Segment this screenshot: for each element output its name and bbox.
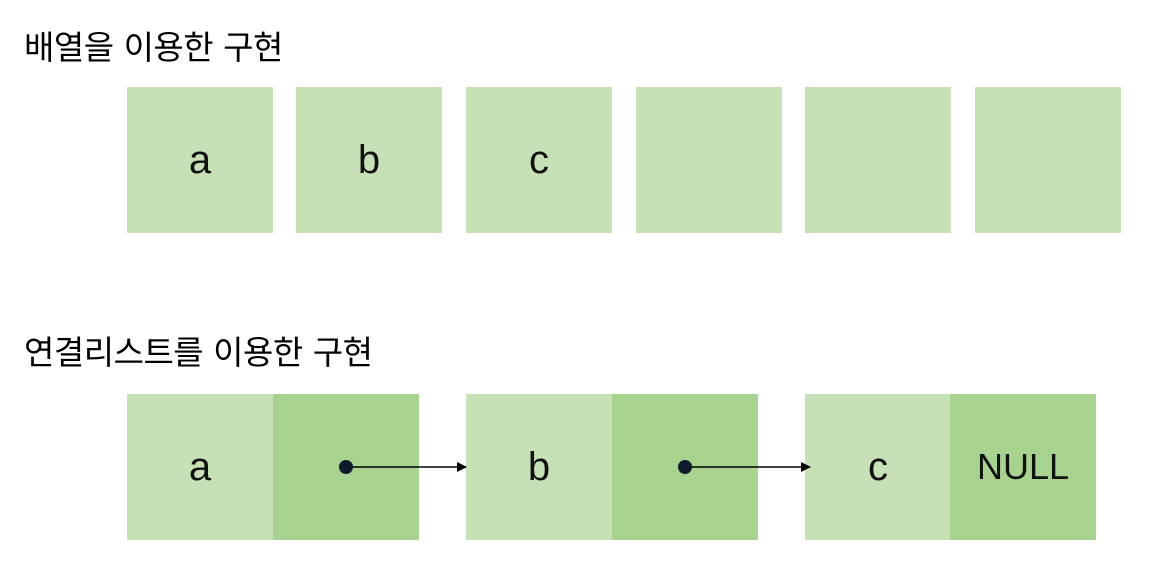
- array-cell-5: [805, 87, 951, 233]
- array-cell-4: [636, 87, 782, 233]
- linked-list-section-title: 연결리스트를 이용한 구현: [24, 333, 373, 372]
- list-node-2-value: b: [527, 445, 551, 489]
- list-node-1-pointer: [273, 394, 419, 540]
- list-node-3-pointer: NULL: [950, 394, 1096, 540]
- array-cell-6: [975, 87, 1121, 233]
- array-section-title: 배열을 이용한 구현: [24, 28, 283, 67]
- list-node-1-value: a: [188, 445, 212, 489]
- list-node-3-value: c: [868, 445, 888, 489]
- list-node-2-pointer: [612, 394, 758, 540]
- list-node-2-data: b: [466, 394, 612, 540]
- list-node-3-data: c: [805, 394, 951, 540]
- list-node-1-data: a: [127, 394, 273, 540]
- array-cell-1: a: [127, 87, 273, 233]
- array-cell-2-value: b: [357, 138, 381, 182]
- null-label: NULL: [976, 446, 1070, 487]
- array-cell-1-value: a: [188, 138, 212, 182]
- array-cell-3: c: [466, 87, 612, 233]
- array-cell-3-value: c: [529, 138, 549, 182]
- array-cell-2: b: [296, 87, 442, 233]
